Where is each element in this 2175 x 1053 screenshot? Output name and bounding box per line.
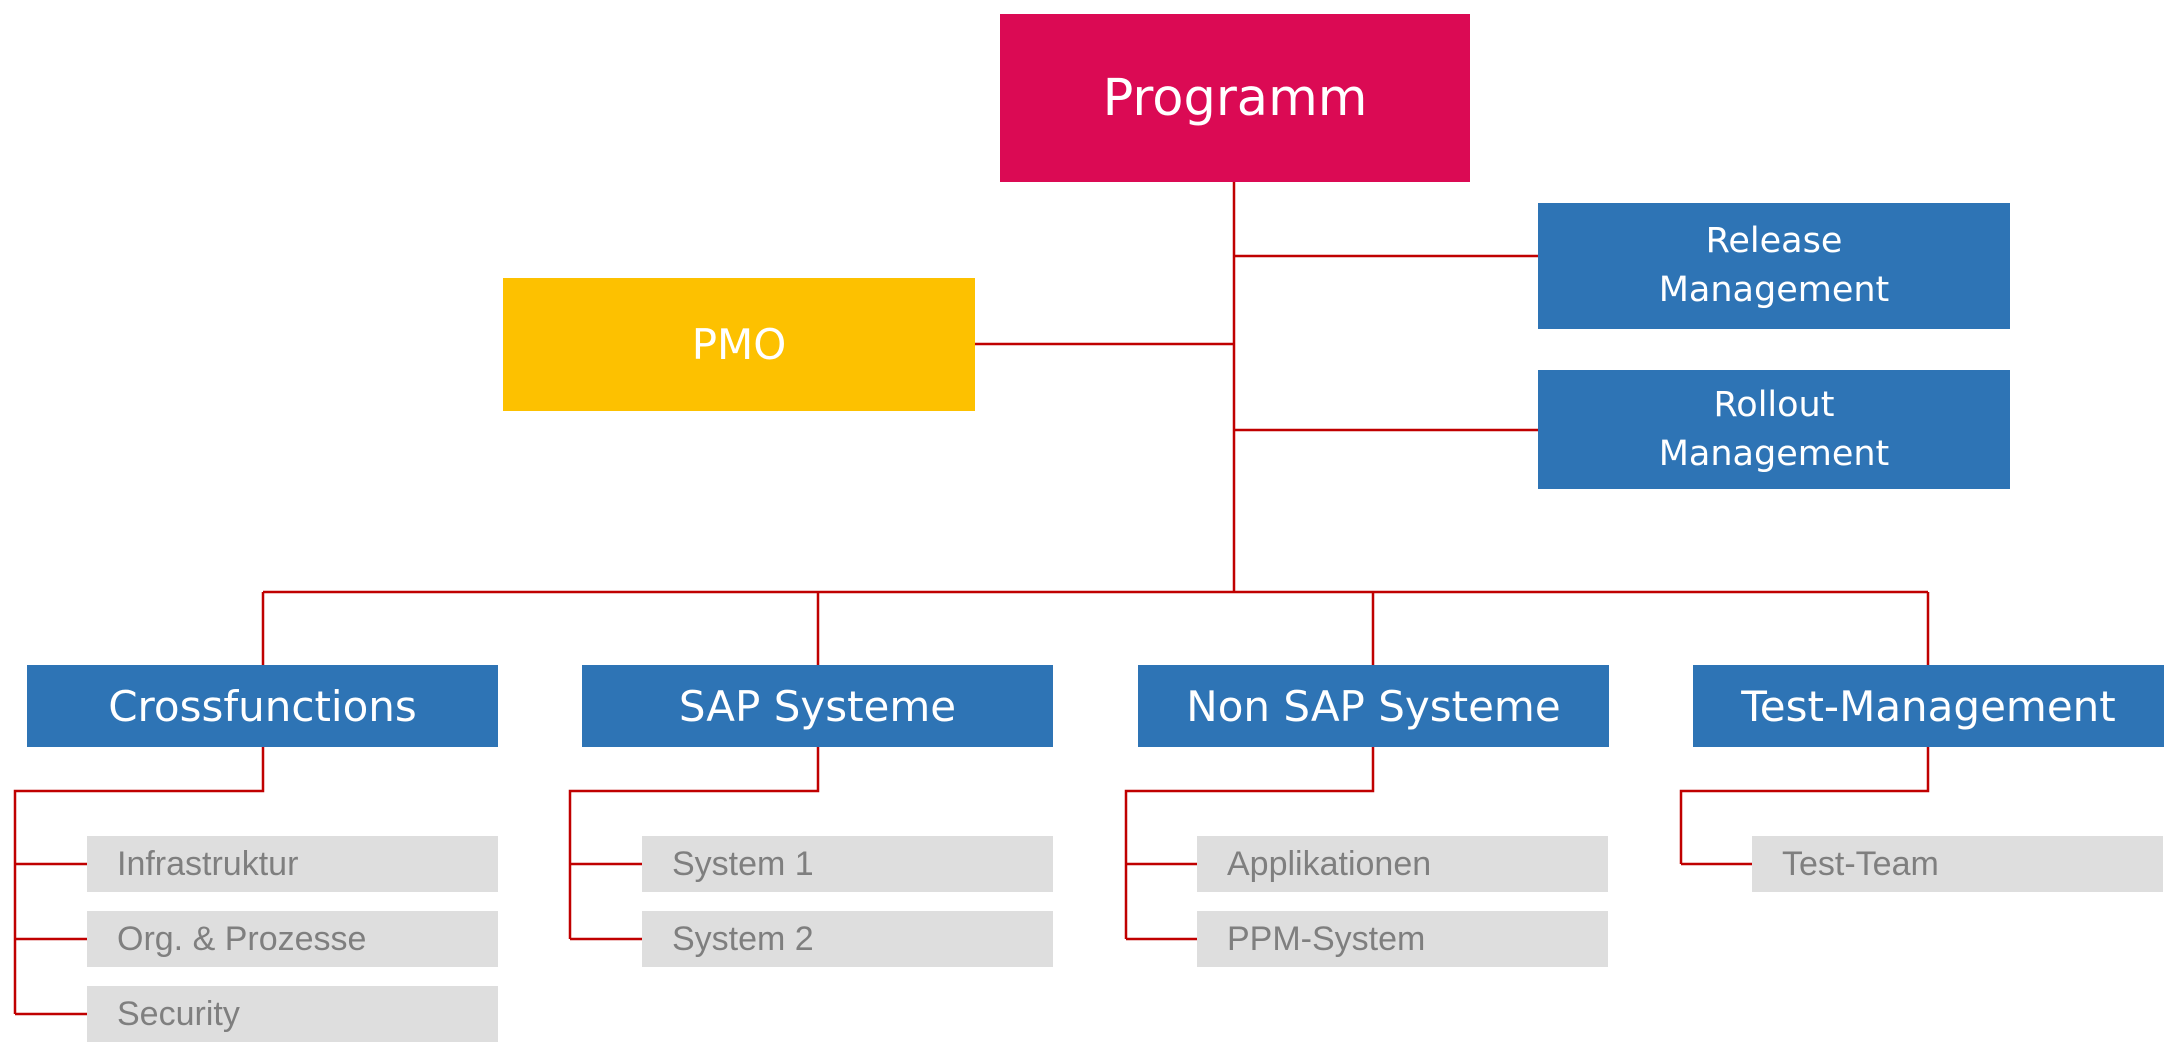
- subnode-applikationen-label: Applikationen: [1227, 844, 1432, 883]
- connector-sub-rail: [13, 747, 265, 1014]
- connector-sub-rail: [1679, 747, 1930, 864]
- subnode-test-team[interactable]: Test-Team: [1752, 836, 2163, 892]
- subnode-test-team-label: Test-Team: [1782, 844, 1939, 883]
- node-rollout-management-label: Rollout Management: [1658, 384, 1890, 474]
- subnode-applikationen[interactable]: Applikationen: [1197, 836, 1608, 892]
- node-test-management[interactable]: Test-Management: [1693, 665, 2164, 747]
- subnode-org-prozesse-label: Org. & Prozesse: [117, 919, 367, 958]
- node-release-management[interactable]: Release Management: [1538, 203, 2010, 329]
- node-programm[interactable]: Programm: [1000, 14, 1470, 182]
- subnode-security-label: Security: [117, 994, 240, 1033]
- subnode-ppm-system[interactable]: PPM-System: [1197, 911, 1608, 967]
- node-test-management-label: Test-Management: [1741, 681, 2116, 731]
- subnode-infrastruktur[interactable]: Infrastruktur: [87, 836, 498, 892]
- node-non-sap-systeme-label: Non SAP Systeme: [1186, 681, 1561, 731]
- node-non-sap-systeme[interactable]: Non SAP Systeme: [1138, 665, 1609, 747]
- node-programm-label: Programm: [1102, 68, 1368, 128]
- subnode-system-2-label: System 2: [672, 919, 814, 958]
- node-pmo[interactable]: PMO: [503, 278, 975, 411]
- node-sap-systeme-label: SAP Systeme: [678, 681, 957, 731]
- subnode-system-1[interactable]: System 1: [642, 836, 1053, 892]
- subnode-ppm-system-label: PPM-System: [1227, 919, 1426, 958]
- node-sap-systeme[interactable]: SAP Systeme: [582, 665, 1053, 747]
- node-rollout-management[interactable]: Rollout Management: [1538, 370, 2010, 489]
- node-crossfunctions[interactable]: Crossfunctions: [27, 665, 498, 747]
- subnode-org-prozesse[interactable]: Org. & Prozesse: [87, 911, 498, 967]
- node-crossfunctions-label: Crossfunctions: [108, 681, 417, 731]
- node-release-management-label: Release Management: [1658, 221, 1890, 310]
- subnode-system-1-label: System 1: [672, 844, 814, 883]
- node-pmo-label: PMO: [691, 320, 787, 369]
- subnode-security[interactable]: Security: [87, 986, 498, 1042]
- subnode-infrastruktur-label: Infrastruktur: [117, 844, 299, 883]
- subnode-system-2[interactable]: System 2: [642, 911, 1053, 967]
